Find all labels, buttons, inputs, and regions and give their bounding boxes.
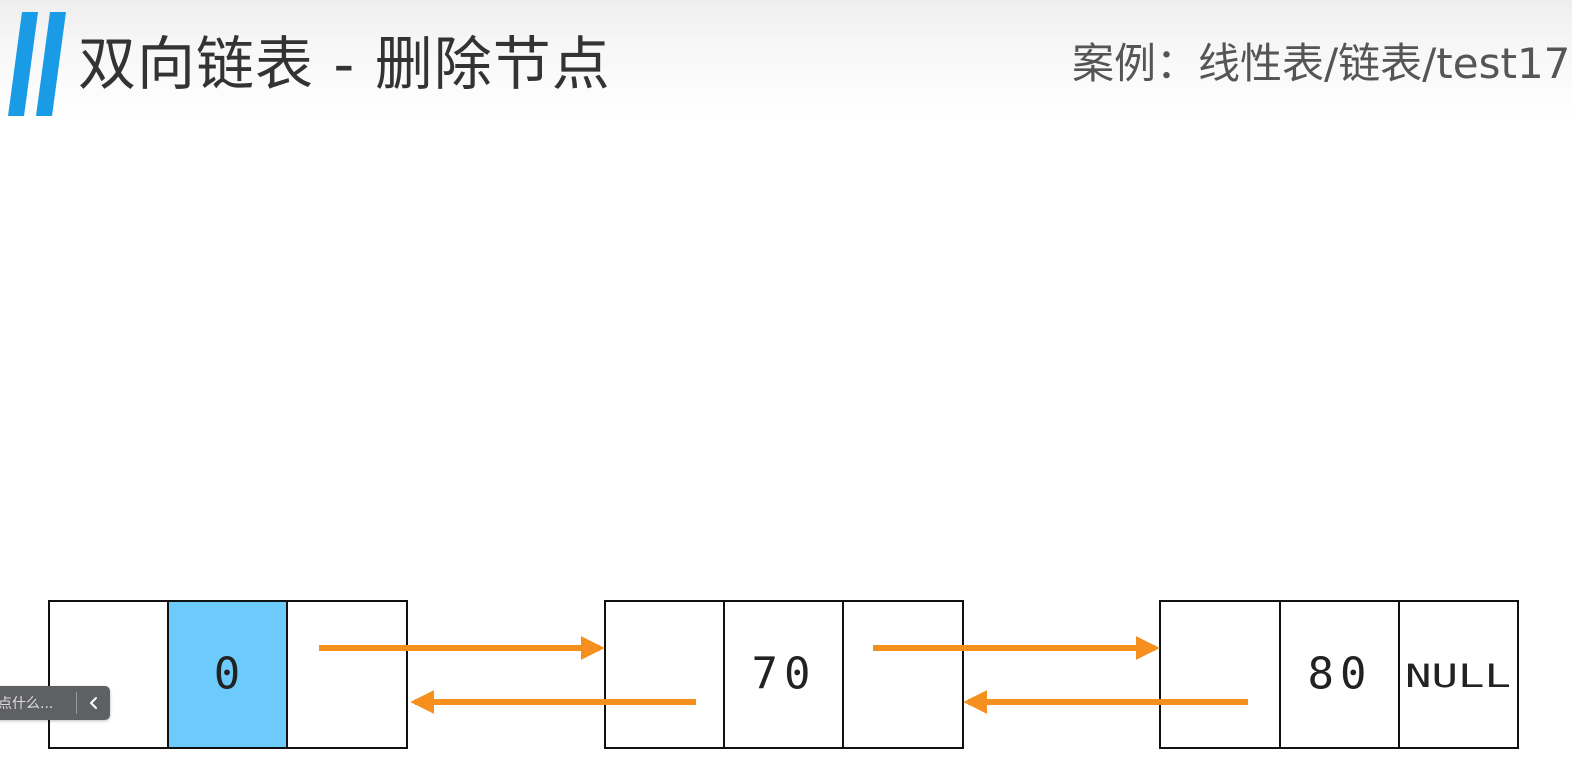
floating-toolbar: 点什么... — [0, 686, 110, 720]
chevron-left-icon — [89, 697, 97, 709]
node-next-cell — [286, 600, 408, 749]
node-value-text: 0 — [214, 649, 241, 700]
list-node: 0 — [48, 600, 408, 749]
node-value-cell — [723, 600, 844, 749]
slash-logo-icon — [8, 12, 66, 116]
node-next-text: NULL — [1405, 657, 1511, 695]
node-value-text: 80 — [1308, 649, 1373, 700]
list-node: 80 NULL — [1159, 600, 1519, 749]
slide-subtitle: 案例：线性表/链表/test17.c — [1072, 39, 1572, 88]
list-node: 70 — [604, 600, 964, 749]
node-next-cell — [842, 600, 964, 749]
toolbar-divider — [76, 692, 77, 714]
node-value-cell — [167, 600, 288, 749]
slide-title: 双向链表 - 删除节点 — [78, 30, 611, 98]
node-prev-cell — [48, 600, 169, 749]
node-prev-cell — [604, 600, 725, 749]
node-prev-cell — [1159, 600, 1281, 749]
node-next-cell — [1398, 600, 1519, 749]
node-value-text: 70 — [752, 649, 817, 700]
header-background — [0, 0, 1572, 120]
comment-input[interactable]: 点什么... — [0, 696, 54, 712]
collapse-button[interactable] — [77, 686, 110, 720]
